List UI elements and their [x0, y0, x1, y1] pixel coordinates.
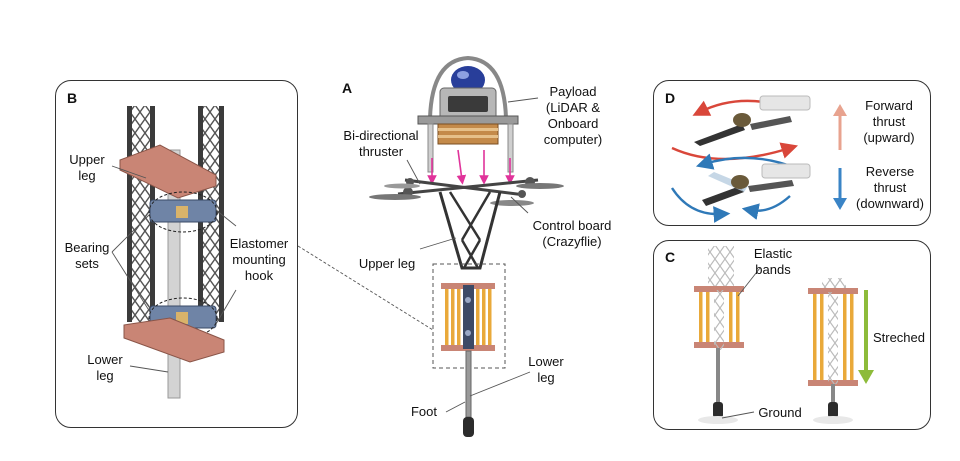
- thruster-illustration: [670, 95, 847, 223]
- leader-lines-c: [721, 267, 761, 419]
- panel-label-b: B: [67, 90, 78, 106]
- elastic-stretch-illustration: [694, 246, 874, 424]
- label-control-board: Control board(Crazyflie): [532, 218, 612, 249]
- leg-detail-illustration: [119, 106, 225, 399]
- label-upper-leg-a: Upper leg: [358, 256, 416, 271]
- robot-illustration: [369, 55, 564, 437]
- label-stretched: Streched: [872, 330, 926, 345]
- panel-label-c: C: [665, 249, 676, 265]
- panel-label-d: D: [665, 90, 676, 106]
- label-ground: Ground: [758, 405, 802, 420]
- leader-lines-a: [297, 97, 539, 413]
- leader-lines-b: [111, 165, 237, 373]
- panel-label-a: A: [342, 80, 353, 96]
- label-foot: Foot: [410, 404, 437, 419]
